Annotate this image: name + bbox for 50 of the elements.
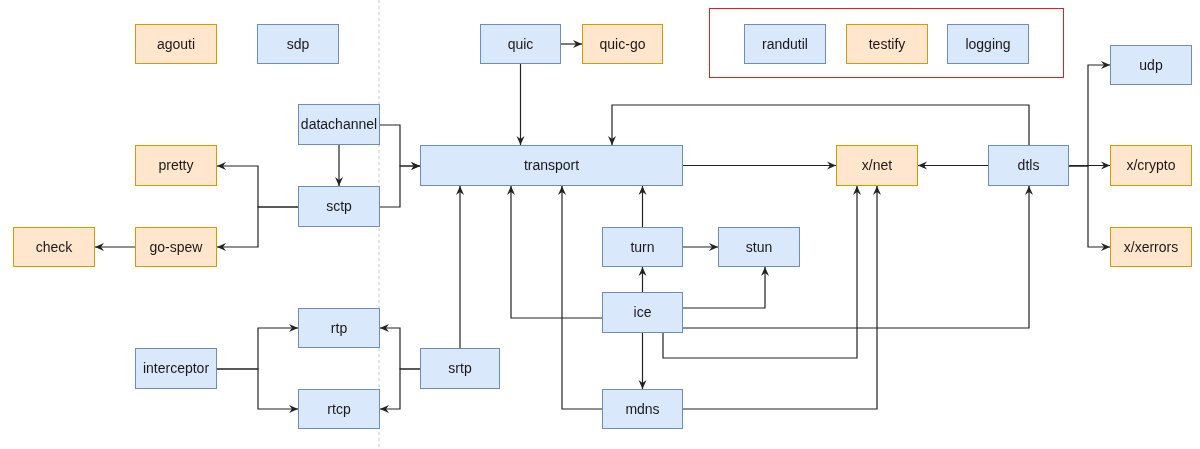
package-box: testify xyxy=(846,24,928,64)
package-box: turn xyxy=(602,227,683,267)
arrow xyxy=(560,40,583,48)
package-box: srtp xyxy=(420,348,500,389)
arrow xyxy=(682,185,1033,329)
package-box: sctp xyxy=(298,186,380,227)
package-box: go-spew xyxy=(135,227,217,267)
package-box: check xyxy=(13,227,95,267)
arrow xyxy=(335,144,343,187)
arrow xyxy=(682,161,837,170)
package-box: quic xyxy=(480,24,561,64)
arrow xyxy=(638,332,647,390)
arrow xyxy=(379,368,421,413)
package-box: x/xerrors xyxy=(1110,227,1192,267)
package-box: datachannel xyxy=(298,104,380,145)
package-box: logging xyxy=(947,24,1029,64)
arrow xyxy=(638,266,647,293)
package-box: randutil xyxy=(744,24,826,64)
arrow xyxy=(662,185,861,359)
package-box: ice xyxy=(602,292,683,333)
arrow xyxy=(1068,165,1111,251)
arrow xyxy=(379,162,421,208)
package-box: quic-go xyxy=(582,24,663,64)
package-box: pretty xyxy=(135,145,217,186)
arrow xyxy=(682,243,719,251)
package-box: transport xyxy=(420,145,683,186)
arrow xyxy=(682,185,881,410)
arrow xyxy=(507,185,603,319)
arrow xyxy=(216,368,299,413)
package-box: mdns xyxy=(602,389,683,429)
arrow xyxy=(216,206,299,251)
arrow xyxy=(516,63,525,146)
arrow xyxy=(917,161,989,170)
arrow xyxy=(456,185,464,349)
package-box: rtcp xyxy=(298,389,380,429)
package-box: udp xyxy=(1110,45,1192,85)
package-box: rtp xyxy=(298,308,380,348)
arrow xyxy=(558,185,603,410)
package-box: dtls xyxy=(988,145,1069,186)
package-box: sdp xyxy=(257,24,339,64)
arrow xyxy=(94,243,136,251)
package-box: stun xyxy=(718,227,800,267)
package-box: x/crypto xyxy=(1110,145,1192,186)
package-box: interceptor xyxy=(135,348,217,389)
group-frame xyxy=(709,8,1064,78)
arrow xyxy=(682,266,769,309)
arrow xyxy=(608,104,1030,146)
package-box: x/net xyxy=(836,145,918,186)
arrow xyxy=(638,185,647,228)
package-box: agouti xyxy=(135,24,217,64)
